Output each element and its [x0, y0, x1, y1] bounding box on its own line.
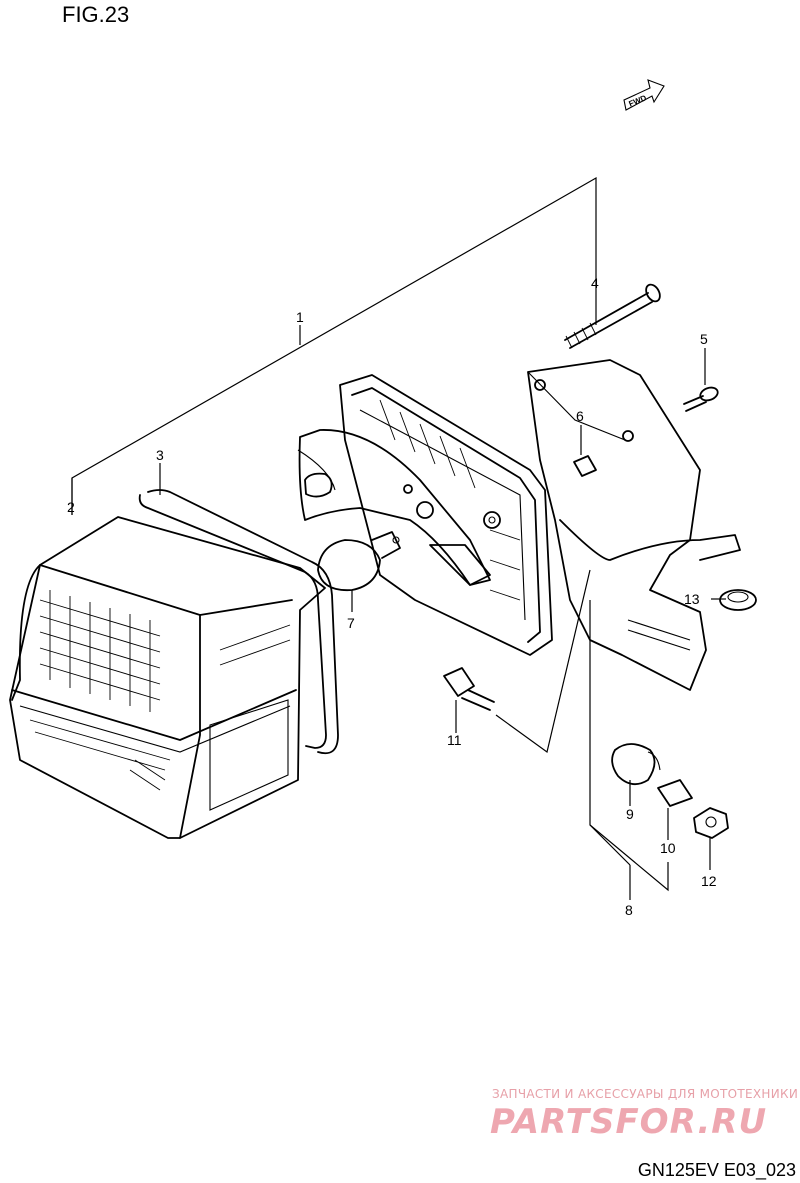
callout-5: 5 — [700, 331, 708, 347]
lamp-lens-icon — [9, 516, 326, 839]
callout-2: 2 — [67, 499, 75, 515]
watermark-tagline: ЗАПЧАСТИ И АКСЕССУАРЫ ДЛЯ МОТОТЕХНИКИ — [492, 1087, 799, 1101]
watermark-logo: PARTSFOR.RU — [490, 1102, 768, 1142]
fwd-arrow-icon: FWD — [623, 79, 665, 111]
callout-4: 4 — [591, 275, 599, 291]
bracket-mounting-set-icon — [527, 359, 741, 691]
spacer-icon — [573, 455, 597, 477]
long-screw-icon — [564, 283, 661, 349]
callout-12: 12 — [701, 873, 717, 889]
leader-lines — [71, 176, 726, 900]
bulb-icon — [317, 531, 401, 592]
callout-13: 13 — [684, 591, 700, 607]
callout-10: 10 — [660, 840, 676, 856]
figure-code: GN125EV E03_023 — [637, 1160, 796, 1180]
fwd-tag: FWD — [627, 93, 647, 108]
callout-3: 3 — [156, 447, 164, 463]
callout-11: 11 — [447, 732, 462, 748]
screw-icon — [683, 386, 719, 412]
bolt-icon — [443, 667, 495, 711]
callout-1: 1 — [296, 309, 304, 325]
callouts: 1 2 3 4 5 6 7 8 9 10 11 12 13 — [67, 275, 717, 918]
lamp-housing-icon — [297, 374, 553, 656]
collar-icon — [657, 779, 693, 807]
lens-gasket-icon — [138, 489, 339, 755]
callout-6: 6 — [576, 408, 584, 424]
callout-7: 7 — [347, 615, 355, 631]
grommet-icon — [719, 589, 757, 611]
callout-9: 9 — [626, 806, 634, 822]
nut-icon — [693, 807, 729, 839]
figure-title: FIG.23 — [62, 2, 130, 27]
cushion-icon — [611, 743, 661, 786]
callout-8: 8 — [625, 902, 633, 918]
